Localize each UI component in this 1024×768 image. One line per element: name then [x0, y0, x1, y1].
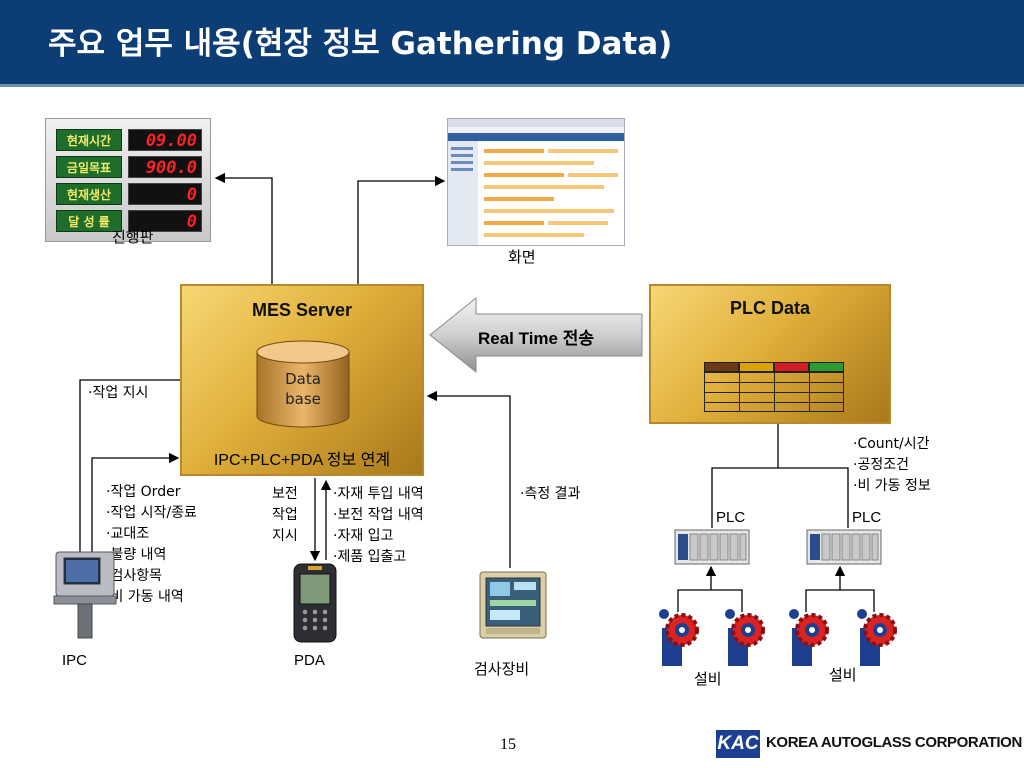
pda-info-list: ·자재 투입 내역 ·보전 작업 내역 ·자재 입고 ·제품 입출고 [333, 484, 424, 568]
plc-info-list: ·Count/시간 ·공정조건 ·비 가동 정보 [853, 434, 931, 497]
plc-unit-icon [674, 529, 750, 565]
database-label-line2: base [285, 390, 321, 408]
realtime-label: Real Time 전송 [478, 329, 595, 348]
ipc-info-item: ·비 가동 내역 [106, 589, 184, 605]
equipment-gear-icon [789, 609, 829, 666]
plc-data-box [649, 284, 891, 424]
plc-unit-icon [806, 529, 882, 565]
table-header-cell [704, 362, 739, 372]
pda-device-icon [293, 563, 337, 643]
table-header-cell [739, 362, 774, 372]
measurement-label: ·측정 결과 [520, 486, 581, 502]
screen-caption: 화면 [508, 248, 536, 266]
board-key: 금일목표 [56, 156, 122, 178]
database-label-line1: Data [285, 370, 321, 388]
ipc-label: IPC [62, 652, 88, 669]
ipc-terminal-icon [53, 551, 117, 639]
board-caption: 진행판 [112, 228, 154, 246]
equipment-gear-icon [659, 609, 699, 666]
plc-data-table [704, 362, 844, 412]
plc-info-item: ·공정조건 [853, 457, 909, 473]
board-row: 현재생산 0 [56, 183, 202, 205]
board-value: 0 [128, 183, 202, 205]
board-row: 현재시간 09.00 [56, 129, 202, 151]
board-value: 09.00 [128, 129, 202, 151]
table-rule [774, 372, 775, 412]
mes-server-title: MES Server [251, 300, 353, 320]
maintenance-order-label: 보전 작업 지시 [272, 484, 298, 547]
equipment-label-2: 설비 [829, 666, 857, 684]
ipc-info-item: ·불량 내역 [106, 547, 167, 563]
title-bar [0, 0, 1024, 87]
inspection-label: 검사장비 [474, 660, 530, 678]
screen-mockup-image [448, 119, 624, 245]
ipc-info-item: ·교대조 [106, 526, 150, 542]
pda-info-item: ·제품 입출고 [333, 549, 407, 565]
board-value: 0 [128, 210, 202, 232]
realtime-arrow [429, 296, 643, 374]
progress-board: 현재시간 09.00 금일목표 900.0 현재생산 0 달 성 률 0 [45, 118, 211, 242]
equipment-label-1: 설비 [694, 670, 722, 688]
plc-info-item: ·비 가동 정보 [853, 478, 931, 494]
inspection-monitor-icon [479, 571, 547, 639]
page-number: 15 [500, 736, 516, 753]
board-key: 현재생산 [56, 183, 122, 205]
maintenance-order-line: 보전 [272, 486, 298, 502]
equipment-gear-icon [857, 609, 897, 666]
board-value: 900.0 [128, 156, 202, 178]
pda-info-item: ·자재 입고 [333, 528, 394, 544]
company-name: KOREA AUTOGLASS CORPORATION [766, 734, 1022, 751]
ipc-info-item: ·검사항목 [106, 568, 162, 584]
plc-label-1: PLC [716, 509, 746, 526]
table-header-cell [809, 362, 844, 372]
mes-server-footer: IPC+PLC+PDA 정보 연계 [213, 452, 391, 469]
work-order-label: ·작업 지시 [88, 385, 149, 401]
plc-data-title: PLC Data [729, 298, 810, 318]
ipc-info-item: ·작업 시작/종료 [106, 505, 197, 521]
pda-info-item: ·자재 투입 내역 [333, 486, 424, 502]
ipc-info-item: ·작업 Order [106, 484, 181, 500]
board-key: 현재시간 [56, 129, 122, 151]
ipc-info-list: ·작업 Order ·작업 시작/종료 ·교대조 ·불량 내역 ·검사항목 ·비… [106, 482, 197, 608]
board-row: 금일목표 900.0 [56, 156, 202, 178]
company-logo: KAC [716, 730, 760, 758]
equipment-gear-icon [725, 609, 765, 666]
table-rule [739, 372, 740, 412]
plc-info-item: ·Count/시간 [853, 436, 930, 452]
mes-server-box [180, 284, 424, 476]
table-header-cell [774, 362, 809, 372]
table-rule [809, 372, 810, 412]
page-title: 주요 업무 내용(현장 정보 Gathering Data) [48, 26, 673, 62]
maintenance-order-line: 작업 [272, 507, 298, 523]
pda-info-item: ·보전 작업 내역 [333, 507, 424, 523]
maintenance-order-line: 지시 [272, 528, 298, 544]
plc-label-2: PLC [852, 509, 882, 526]
board-row: 달 성 률 0 [56, 210, 202, 232]
database-icon [256, 340, 350, 428]
board-key: 달 성 률 [56, 210, 122, 232]
pda-label: PDA [294, 652, 325, 669]
screen-thumbnail [447, 118, 625, 246]
